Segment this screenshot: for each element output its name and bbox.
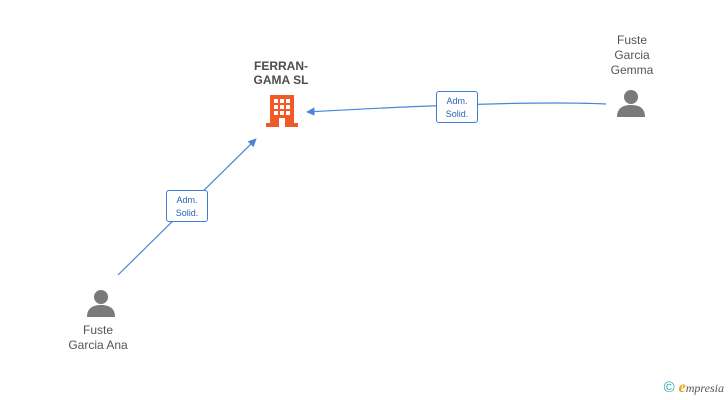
edge-label-ana-line1: Adm. bbox=[176, 195, 198, 205]
person-ana-line2: Garcia Ana bbox=[68, 338, 128, 352]
edge-gemma-to-company[interactable] bbox=[306, 102, 607, 116]
edge-label-gemma[interactable]: Adm. Solid. bbox=[436, 91, 478, 123]
person-icon[interactable] bbox=[616, 88, 646, 123]
person-gemma-line2: Garcia bbox=[614, 48, 650, 62]
company-name-line2: GAMA SL bbox=[253, 73, 309, 87]
company-name-line1: FERRAN- bbox=[254, 59, 308, 73]
person-label-gemma[interactable]: Fuste Garcia Gemma bbox=[582, 33, 682, 78]
person-icon[interactable] bbox=[86, 288, 116, 323]
brand-watermark: © empresia bbox=[663, 379, 724, 397]
person-gemma-line3: Gemma bbox=[610, 63, 654, 77]
edge-label-gemma-line2: Solid. bbox=[445, 109, 469, 119]
person-ana-line1: Fuste bbox=[82, 323, 113, 337]
edge-label-ana-line2: Solid. bbox=[175, 208, 199, 218]
edge-label-ana[interactable]: Adm. Solid. bbox=[166, 190, 208, 222]
copyright-icon: © bbox=[663, 379, 675, 396]
brand-initial: e bbox=[678, 379, 686, 396]
person-gemma-line1: Fuste bbox=[616, 33, 647, 47]
brand-rest: mpresia bbox=[685, 381, 724, 395]
company-name[interactable]: FERRAN- GAMA SL bbox=[236, 59, 326, 87]
person-label-ana[interactable]: Fuste Garcia Ana bbox=[48, 323, 148, 353]
brand-name: empresia bbox=[679, 379, 724, 397]
edge-label-gemma-line1: Adm. bbox=[446, 96, 468, 106]
building-icon[interactable] bbox=[266, 93, 298, 132]
